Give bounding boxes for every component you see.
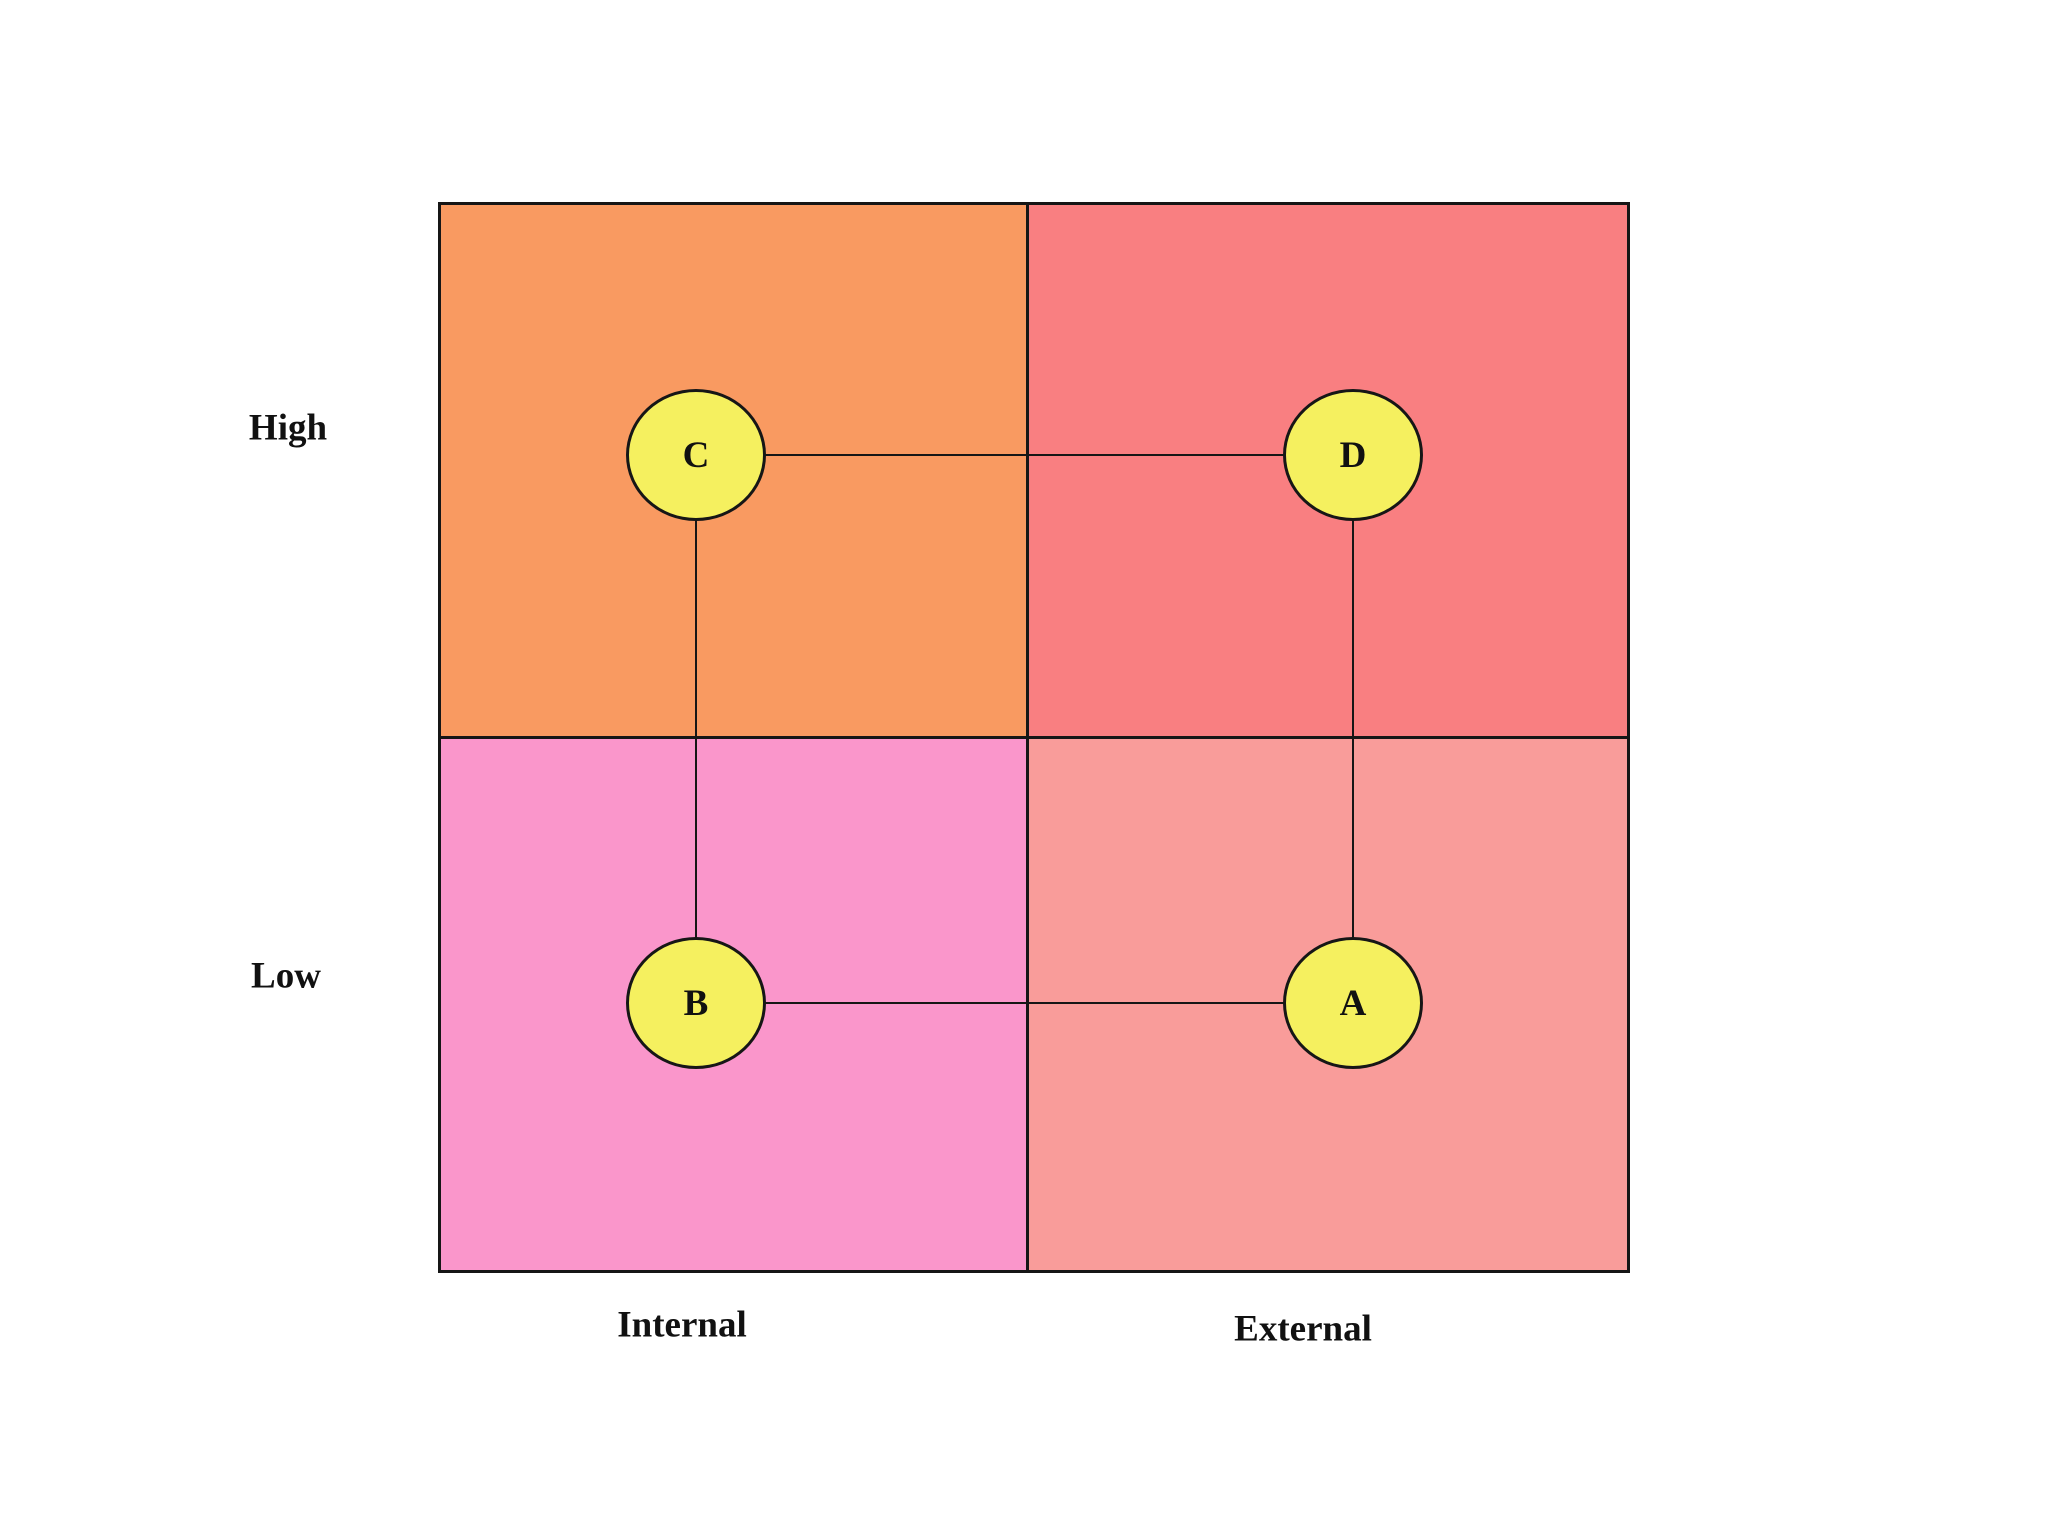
node-a: A	[1283, 937, 1423, 1069]
node-c-label: C	[682, 434, 710, 476]
node-a-label: A	[1339, 982, 1367, 1024]
node-d: D	[1283, 389, 1423, 521]
horizontal-divider	[438, 736, 1630, 739]
edge-d-a	[1352, 455, 1354, 1003]
x-axis-label-internal: Internal	[617, 1304, 747, 1346]
matrix-outer-border	[438, 202, 1630, 1273]
node-b: B	[626, 937, 766, 1069]
quadrant-matrix: C D B A	[438, 202, 1630, 1273]
y-axis-label-high: High	[248, 407, 328, 449]
edge-c-d	[696, 454, 1353, 456]
x-axis-label-external: External	[1234, 1308, 1372, 1350]
node-d-label: D	[1339, 434, 1367, 476]
node-b-label: B	[683, 982, 709, 1024]
y-axis-label-low: Low	[251, 955, 321, 997]
node-c: C	[626, 389, 766, 521]
edge-b-a	[696, 1002, 1353, 1004]
edge-c-b	[695, 455, 697, 1003]
